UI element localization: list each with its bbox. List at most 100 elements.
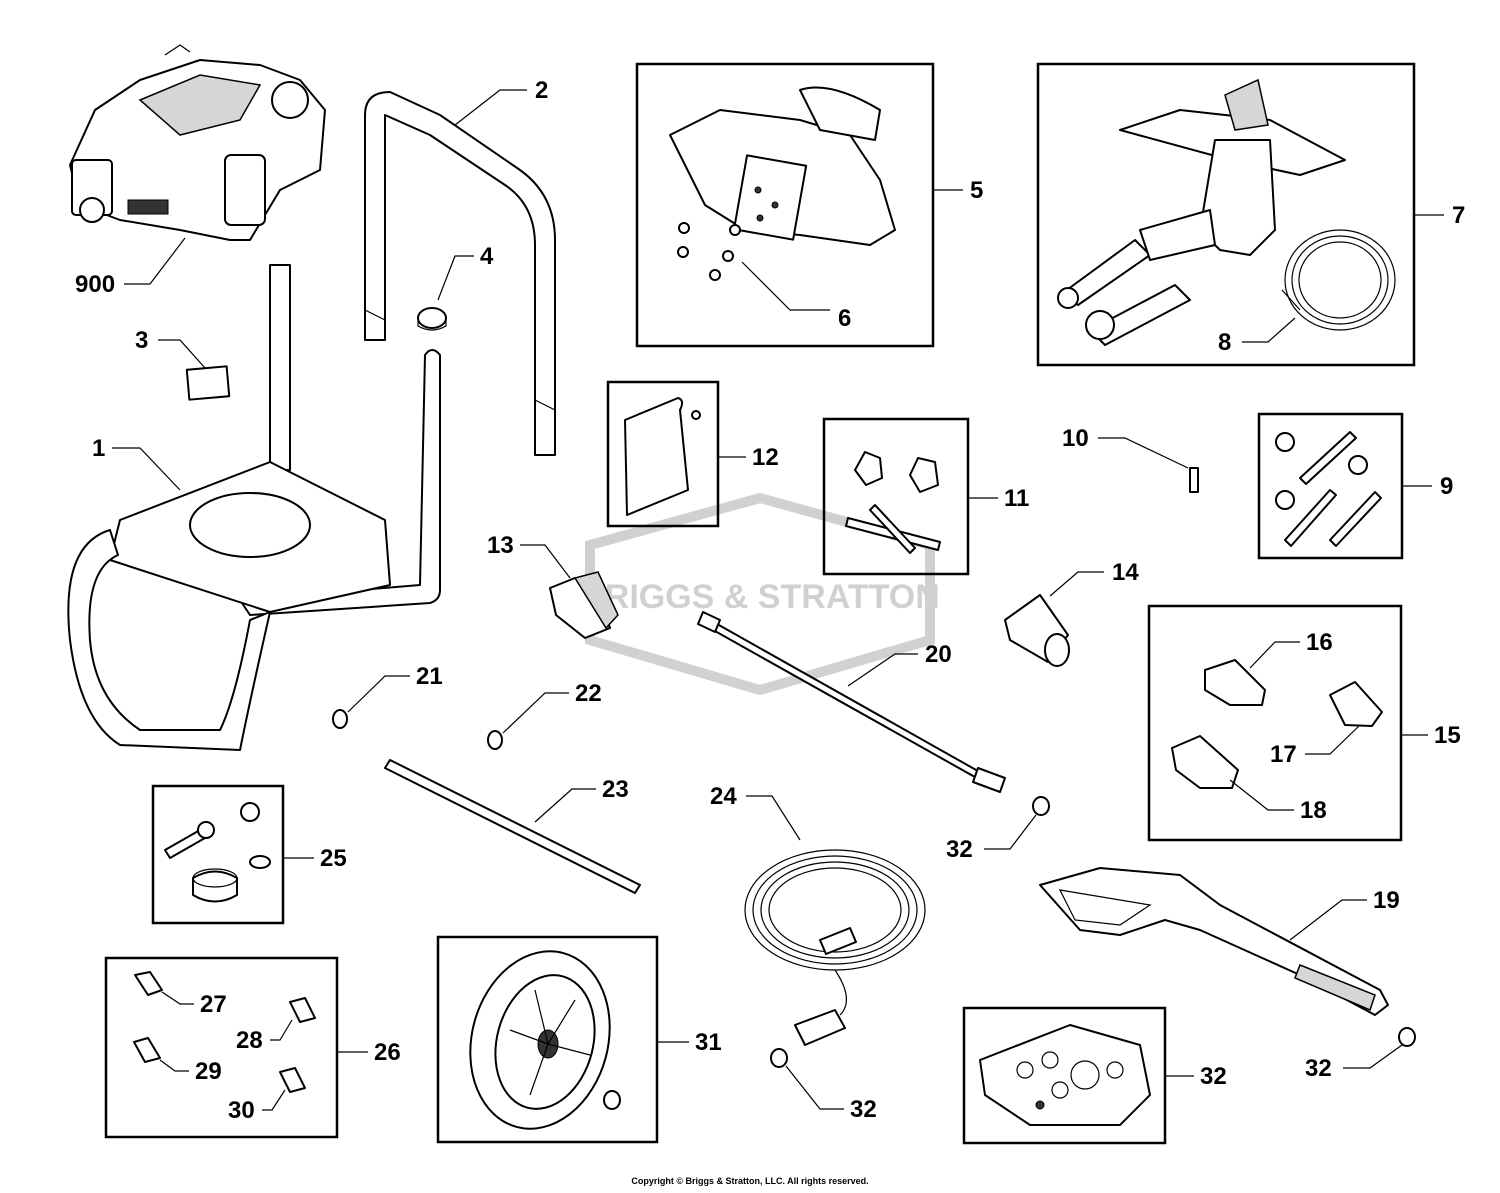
callout-10[interactable]: 10: [1062, 425, 1189, 469]
callout-32a[interactable]: 32: [946, 814, 1037, 863]
part-bolt-28[interactable]: [289, 997, 316, 1023]
part-decal[interactable]: [185, 365, 231, 401]
svg-text:13: 13: [487, 532, 514, 559]
part-coupler-13[interactable]: [549, 571, 619, 639]
svg-text:9: 9: [1440, 473, 1453, 500]
callout-1[interactable]: 1: [92, 435, 181, 491]
part-hose-24[interactable]: [744, 849, 926, 1046]
svg-text:5: 5: [970, 177, 983, 204]
callout-19[interactable]: 19: [1289, 887, 1400, 941]
svg-text:11: 11: [1004, 485, 1029, 512]
part-washer-32a[interactable]: [1032, 796, 1050, 816]
callout-30[interactable]: 30: [228, 1089, 286, 1124]
copyright-notice: Copyright © Briggs & Stratton, LLC. All …: [631, 1176, 869, 1186]
svg-text:21: 21: [416, 663, 443, 690]
callout-4[interactable]: 4: [437, 243, 494, 301]
callout-23[interactable]: 23: [534, 776, 629, 823]
part-pump-7[interactable]: [1057, 78, 1346, 346]
part-bolt-27[interactable]: [134, 971, 163, 996]
callout-32c[interactable]: 32: [1165, 1063, 1227, 1090]
callout-32d[interactable]: 32: [1305, 1044, 1403, 1082]
callout-6[interactable]: 6: [741, 261, 851, 332]
callout-900[interactable]: 900: [75, 237, 186, 298]
part-frame[interactable]: [67, 264, 441, 751]
part-knobs-11[interactable]: [845, 451, 941, 554]
part-fitting-18[interactable]: [1171, 735, 1239, 789]
callout-11[interactable]: 11: [968, 485, 1029, 512]
callout-17[interactable]: 17: [1270, 724, 1361, 768]
callout-13[interactable]: 13: [487, 532, 571, 579]
part-bolt-30[interactable]: [279, 1067, 306, 1093]
callout-20[interactable]: 20: [847, 641, 952, 687]
callout-24[interactable]: 24: [710, 783, 801, 841]
callout-2[interactable]: 2: [454, 77, 548, 126]
svg-text:32: 32: [850, 1096, 877, 1123]
callout-25[interactable]: 25: [283, 845, 347, 872]
part-bolts-9[interactable]: [1275, 431, 1382, 547]
callout-3[interactable]: 3: [135, 327, 206, 369]
part-screws-6[interactable]: [677, 222, 741, 281]
callout-28[interactable]: 28: [236, 1019, 293, 1054]
callout-9[interactable]: 9: [1402, 473, 1453, 500]
svg-text:1: 1: [92, 435, 105, 462]
part-plate-12[interactable]: [624, 397, 701, 516]
svg-text:15: 15: [1434, 722, 1461, 749]
part-fitting-17[interactable]: [1329, 681, 1383, 727]
callout-32b[interactable]: 32: [785, 1065, 877, 1123]
svg-text:20: 20: [925, 641, 952, 668]
part-wheel-31[interactable]: [451, 935, 629, 1144]
part-axle-23[interactable]: [384, 759, 641, 894]
part-fitting-16[interactable]: [1204, 659, 1266, 706]
part-washer-22[interactable]: [487, 730, 503, 750]
watermark-text: BRIGGS & STRATTON: [580, 578, 940, 616]
part-engine[interactable]: [69, 44, 326, 241]
callout-21[interactable]: 21: [347, 663, 443, 713]
callout-22[interactable]: 22: [502, 680, 602, 734]
svg-text:24: 24: [710, 783, 737, 810]
part-key-10[interactable]: [1189, 467, 1199, 493]
svg-text:32: 32: [1200, 1063, 1227, 1090]
part-quickconnect-14[interactable]: [1004, 594, 1070, 667]
part-washer-32b[interactable]: [770, 1048, 788, 1068]
part-bracket-5[interactable]: [669, 86, 896, 246]
part-handle[interactable]: [364, 91, 556, 456]
svg-text:18: 18: [1300, 797, 1327, 824]
kit-box-31: [436, 935, 659, 1144]
callout-18[interactable]: 18: [1229, 779, 1327, 824]
part-hose-coil-8[interactable]: [1281, 229, 1396, 331]
part-plate-32[interactable]: [979, 1024, 1151, 1126]
svg-text:3: 3: [135, 327, 148, 354]
part-mount-25[interactable]: [164, 802, 271, 903]
part-ring-21[interactable]: [332, 709, 348, 729]
svg-text:7: 7: [1452, 202, 1465, 229]
svg-text:6: 6: [838, 305, 851, 332]
svg-text:30: 30: [228, 1097, 255, 1124]
callout-31[interactable]: 31: [657, 1029, 722, 1056]
callout-27[interactable]: 27: [161, 991, 227, 1018]
kit-box-5: [635, 62, 935, 348]
kit-box-11: [822, 417, 970, 576]
callout-29[interactable]: 29: [159, 1058, 222, 1085]
svg-text:2: 2: [535, 77, 548, 104]
callout-5[interactable]: 5: [933, 177, 983, 204]
svg-text:32: 32: [1305, 1055, 1332, 1082]
part-gun-19[interactable]: [1039, 867, 1389, 1016]
callout-14[interactable]: 14: [1049, 559, 1139, 597]
svg-text:22: 22: [575, 680, 602, 707]
part-wand-20[interactable]: [697, 611, 1006, 793]
svg-text:8: 8: [1218, 329, 1231, 356]
part-bolt-29[interactable]: [133, 1037, 161, 1063]
callout-26[interactable]: 26: [337, 1039, 401, 1066]
callout-16[interactable]: 16: [1249, 629, 1333, 669]
svg-text:19: 19: [1373, 887, 1400, 914]
watermark-logo: BRIGGS & STRATTON: [580, 492, 940, 696]
callout-7[interactable]: 7: [1414, 202, 1465, 229]
svg-text:17: 17: [1270, 741, 1297, 768]
part-cap[interactable]: [417, 307, 447, 331]
callout-15[interactable]: 15: [1401, 722, 1461, 749]
svg-text:26: 26: [374, 1039, 401, 1066]
part-washer-32d[interactable]: [1398, 1027, 1416, 1047]
callout-8[interactable]: 8: [1218, 317, 1296, 356]
callout-12[interactable]: 12: [718, 444, 779, 471]
